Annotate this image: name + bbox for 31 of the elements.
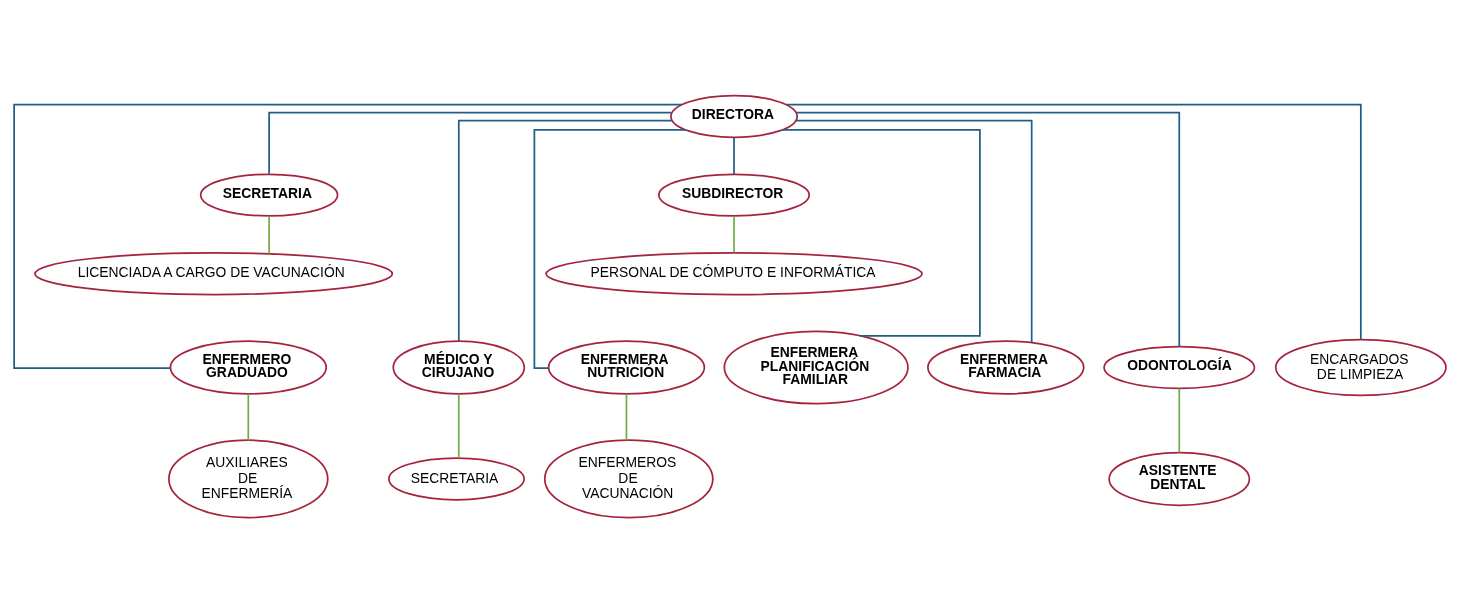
- connector: [795, 111, 1181, 348]
- connector: [13, 103, 683, 369]
- connector: [733, 214, 735, 253]
- connector: [785, 103, 1362, 340]
- node-ellipse: SUBDIRECTOR: [658, 172, 811, 217]
- node-ellipse: PERSONAL DE CÓMPUTO E INFORMÁTICA: [545, 251, 923, 295]
- node-ellipse: ENCARGADOS DE LIMPIEZA: [1274, 338, 1447, 396]
- node-ellipse: ENFERMERA FARMACIA: [927, 339, 1085, 395]
- node-ellipse: SECRETARIA: [388, 456, 525, 501]
- connector: [533, 128, 687, 369]
- connector: [1178, 387, 1181, 453]
- node-ellipse: ENFERMEROS DE VACUNACIÓN: [543, 438, 714, 518]
- node-ellipse: AUXILIARES DE ENFERMERÍA: [168, 438, 329, 518]
- node-ellipse: ENFERMERO GRADUADO: [169, 339, 328, 395]
- connector: [247, 392, 250, 441]
- node-ellipse: DIRECTORA: [670, 94, 798, 138]
- node-ellipse: ENFERMERA NUTRICIÓN: [547, 339, 706, 395]
- node-ellipse: LICENCIADA A CARGO DE VACUNACIÓN: [34, 251, 394, 295]
- connector: [795, 119, 1033, 343]
- connector: [733, 136, 735, 175]
- connector: [457, 119, 673, 342]
- connector: [268, 111, 673, 175]
- connector: [268, 214, 270, 255]
- connector: [625, 392, 628, 441]
- node-ellipse: MÉDICO Y CIRUJANO: [392, 339, 526, 395]
- node-ellipse: SECRETARIA: [199, 172, 339, 217]
- node-ellipse: ENFERMERA PLANIFICACIÓN FAMILIAR: [723, 330, 909, 404]
- connector: [781, 128, 981, 337]
- node-ellipse: ASISTENTE DENTAL: [1108, 451, 1251, 506]
- node-ellipse: ODONTOLOGÍA: [1103, 345, 1256, 389]
- connector: [457, 392, 460, 459]
